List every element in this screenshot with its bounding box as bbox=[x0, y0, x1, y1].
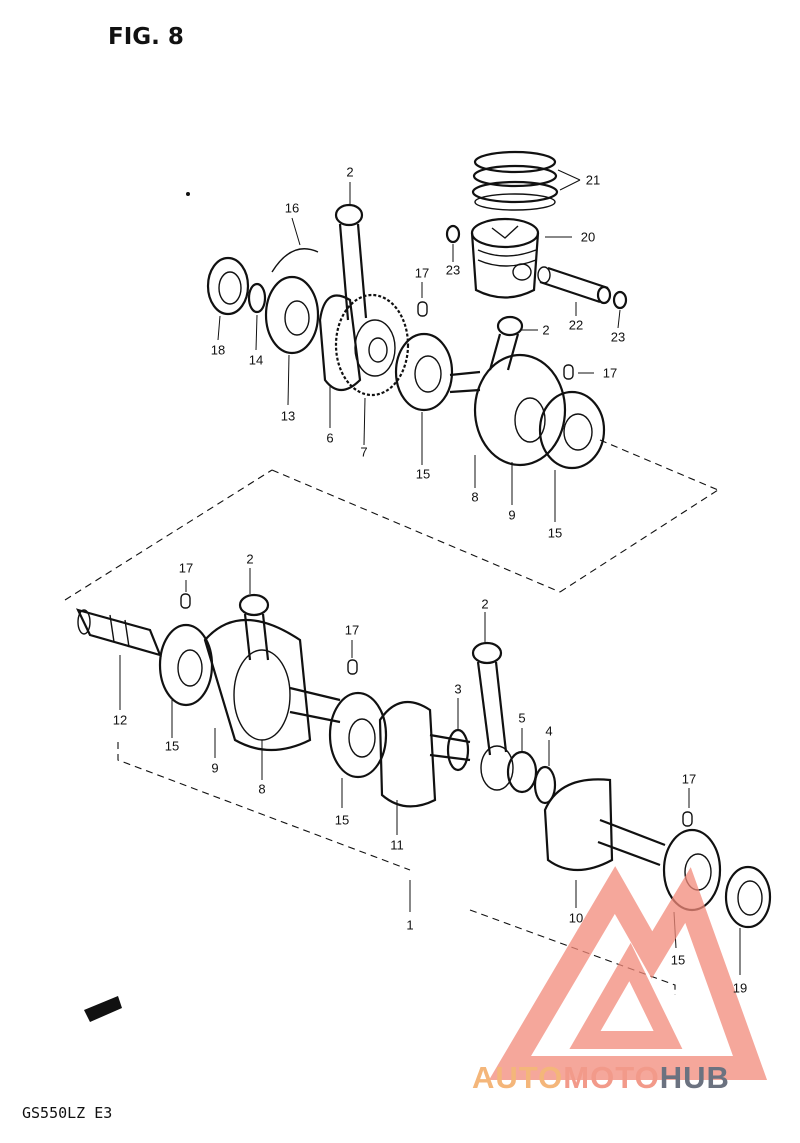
callout-label: 7 bbox=[360, 444, 368, 460]
crank-web-8-9 bbox=[449, 353, 567, 467]
ring-4 bbox=[533, 765, 557, 805]
lower-bearing-15a bbox=[158, 623, 214, 707]
callout-label: 12 bbox=[112, 712, 128, 728]
gear-7 bbox=[334, 293, 410, 397]
circlips bbox=[445, 224, 628, 310]
callout-label: 21 bbox=[585, 172, 601, 188]
front-arrow-icon bbox=[84, 996, 122, 1022]
callout-label: 2 bbox=[542, 322, 550, 338]
callout-label: 1 bbox=[406, 917, 414, 933]
callout-label: 19 bbox=[732, 980, 748, 996]
callout-label: 2 bbox=[246, 551, 254, 567]
callout-label: 15 bbox=[334, 812, 350, 828]
callout-label: 15 bbox=[415, 466, 431, 482]
callout-label: 11 bbox=[390, 837, 404, 853]
callout-label: 22 bbox=[568, 317, 584, 333]
crank-web-6 bbox=[318, 294, 362, 392]
callout-label: 13 bbox=[280, 408, 296, 424]
brand-part-moto: MOTO bbox=[563, 1060, 660, 1095]
assembly-frame bbox=[64, 439, 719, 601]
callout-label: 14 bbox=[248, 352, 264, 368]
dowel-17a bbox=[417, 301, 428, 317]
callout-label: 17 bbox=[681, 771, 697, 787]
callout-label: 2 bbox=[346, 164, 354, 180]
callout-label: 18 bbox=[210, 342, 226, 358]
callout-label: 8 bbox=[258, 781, 266, 797]
callout-label: 23 bbox=[445, 262, 461, 278]
callout-label: 8 bbox=[471, 489, 479, 505]
watermark-brand: AUTOMOTOHUB bbox=[472, 1060, 730, 1096]
leader-lines bbox=[119, 169, 741, 975]
bearing-15a bbox=[394, 332, 454, 412]
brand-part-auto: AUTO bbox=[472, 1060, 564, 1095]
callout-label: 9 bbox=[211, 760, 219, 776]
conrod-upper-2 bbox=[334, 203, 368, 321]
callout-label: 15 bbox=[547, 525, 563, 541]
callout-label: 23 bbox=[610, 329, 626, 345]
watermark-logo-icon bbox=[488, 866, 768, 1080]
wire-clip bbox=[271, 248, 319, 273]
piston-pin bbox=[537, 266, 612, 305]
figure-title: FIG. 8 bbox=[108, 24, 184, 50]
callout-label: 6 bbox=[326, 430, 334, 446]
callout-label: 9 bbox=[508, 507, 516, 523]
lower-web-9-8 bbox=[203, 619, 312, 752]
assembly-guide-lines bbox=[117, 742, 676, 995]
model-code: GS550LZ E3 bbox=[22, 1104, 113, 1122]
callout-label: 2 bbox=[481, 596, 489, 612]
callout-label: 17 bbox=[178, 560, 194, 576]
lower-bearing-15b bbox=[328, 691, 388, 779]
lower-conrod-2a bbox=[238, 593, 270, 661]
callout-label: 4 bbox=[545, 723, 553, 739]
callout-label: 17 bbox=[602, 365, 618, 381]
crankshaft-end-12 bbox=[75, 608, 162, 657]
callout-label: 20 bbox=[580, 229, 596, 245]
bearing-13 bbox=[264, 275, 320, 355]
piston-rings bbox=[471, 150, 559, 211]
oil-seal-right bbox=[724, 865, 772, 929]
c-ring bbox=[247, 282, 267, 314]
callout-label: 16 bbox=[284, 200, 300, 216]
callout-label: 17 bbox=[344, 622, 360, 638]
bearing-15b bbox=[538, 390, 606, 470]
lower-conrod-2b bbox=[471, 641, 514, 791]
conrod-2b bbox=[488, 315, 524, 371]
lower-web-11 bbox=[378, 700, 471, 808]
callout-label: 17 bbox=[414, 265, 430, 281]
brand-part-hub: HUB bbox=[659, 1060, 730, 1095]
callout-label: 15 bbox=[670, 952, 686, 968]
dowels-17-lower bbox=[180, 593, 693, 827]
callout-label: 10 bbox=[568, 910, 584, 926]
piston bbox=[470, 217, 540, 299]
lower-web-10 bbox=[543, 778, 666, 871]
lower-ring-3 bbox=[446, 728, 470, 772]
dowel-17b bbox=[563, 364, 574, 380]
callout-label: 3 bbox=[454, 681, 462, 697]
oil-seal-left bbox=[206, 256, 250, 316]
callout-label: 15 bbox=[164, 738, 180, 754]
callout-label: 5 bbox=[518, 710, 526, 726]
